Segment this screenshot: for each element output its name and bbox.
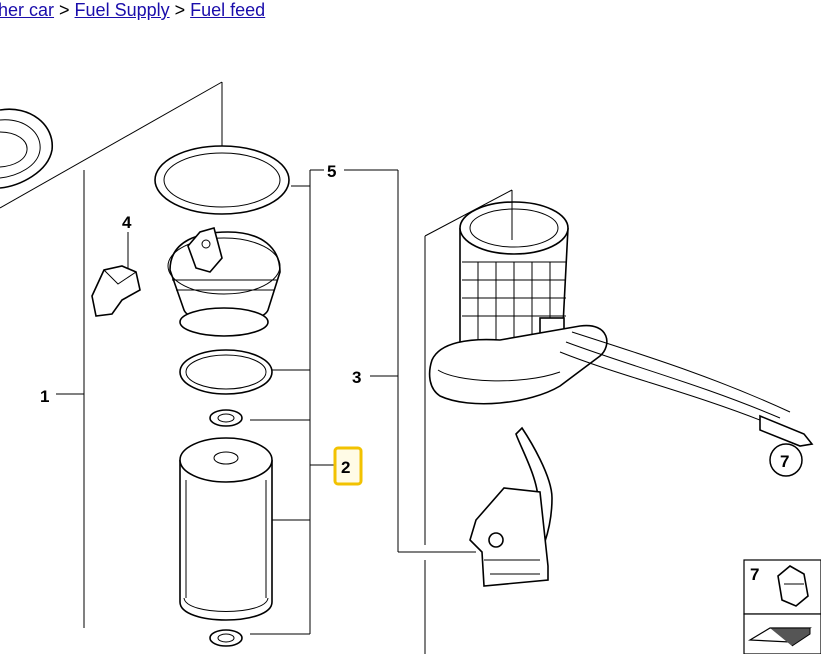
level-sensor-bracket[interactable] — [469, 426, 553, 587]
leader-lines-left — [56, 169, 336, 635]
legend-box-7[interactable]: 7 — [743, 559, 821, 615]
pump-base-and-hoses[interactable] — [428, 324, 814, 447]
small-seal-ring-bottom[interactable] — [209, 629, 243, 647]
fuel-pump-assembly[interactable] — [459, 190, 569, 385]
legend-box-arrow[interactable] — [743, 613, 821, 654]
frame-lines — [0, 81, 513, 654]
callout-5[interactable]: 5 — [327, 162, 336, 181]
callout-3[interactable]: 3 — [352, 368, 361, 387]
filter-cap[interactable] — [167, 227, 281, 337]
cover-seal-ring[interactable] — [154, 145, 290, 215]
breadcrumb-link-fuel-supply[interactable]: Fuel Supply — [74, 0, 170, 20]
tank-seal-ring[interactable] — [0, 108, 53, 189]
breadcrumb-link-car[interactable]: her car — [0, 0, 55, 20]
fuel-filter-element[interactable] — [179, 437, 273, 621]
leader-lines-right — [344, 169, 476, 553]
breadcrumb: her car>Fuel Supply>Fuel feed — [0, 0, 265, 21]
small-seal-ring-top[interactable] — [209, 409, 243, 427]
breadcrumb-separator: > — [59, 0, 70, 20]
clip-part[interactable] — [91, 232, 141, 317]
o-ring[interactable] — [179, 349, 273, 395]
breadcrumb-separator: > — [174, 0, 186, 20]
callout-7-circle[interactable]: 7 — [769, 443, 803, 477]
callout-4[interactable]: 4 — [122, 213, 132, 232]
legend-7-label: 7 — [750, 565, 759, 584]
breadcrumb-link-fuel-feed[interactable]: Fuel feed — [190, 0, 266, 20]
callout-2[interactable]: 2 — [341, 458, 350, 477]
callout-7[interactable]: 7 — [780, 452, 789, 471]
clip-icon — [777, 565, 809, 607]
callout-2-highlight[interactable]: 2 — [333, 446, 363, 486]
callout-1[interactable]: 1 — [40, 387, 49, 406]
